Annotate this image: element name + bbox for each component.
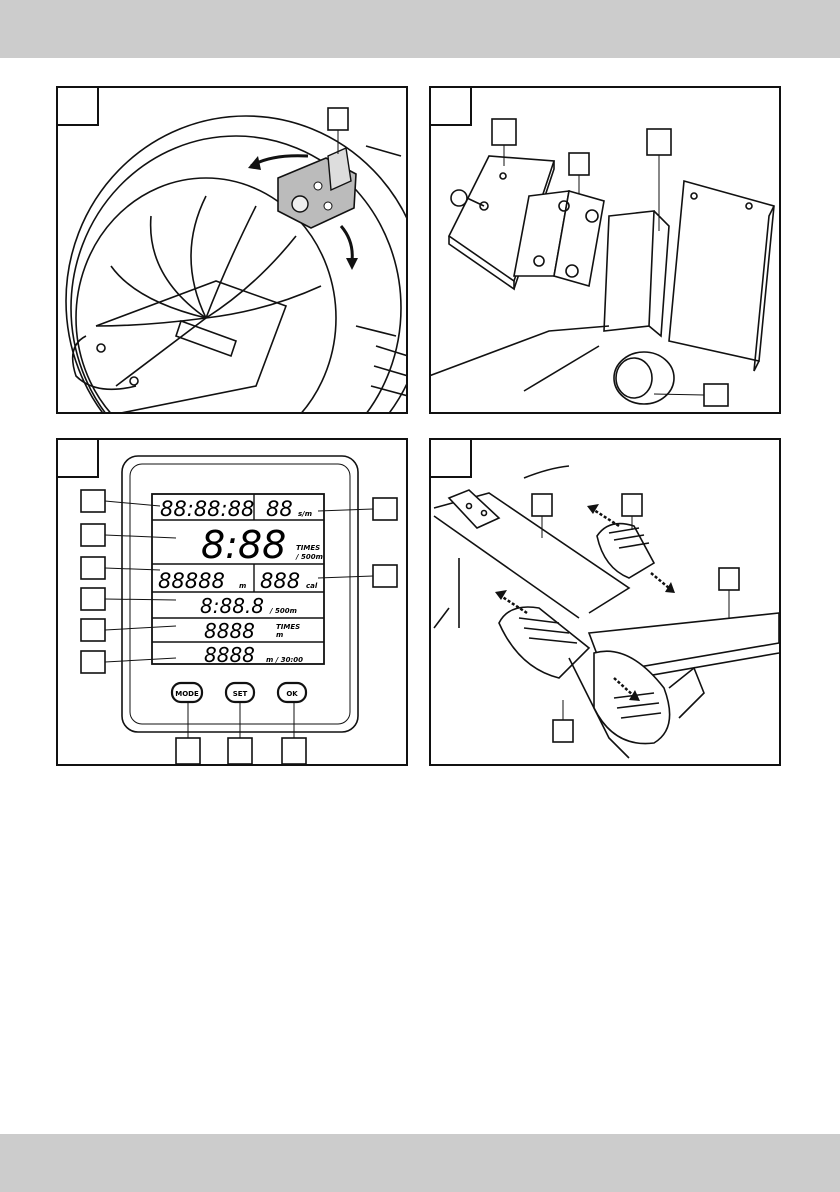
count-readout: 8888 — [204, 619, 255, 643]
split-label-times: TIMES — [296, 544, 320, 552]
distance-readout: 88888 — [158, 569, 225, 593]
mode-button[interactable]: MODE — [172, 683, 202, 702]
mode-button-label: MODE — [175, 690, 199, 698]
callout-box — [647, 129, 671, 155]
set-button-label: SET — [233, 690, 248, 698]
target-unit: m / 30:00 — [266, 656, 303, 664]
count-label-m: m — [276, 631, 283, 639]
panel-number-box-4 — [430, 439, 471, 477]
panel-number-box-3 — [57, 439, 98, 477]
ok-button-label: OK — [286, 690, 298, 698]
ok-button[interactable]: OK — [278, 683, 306, 702]
clock-readout: 88:88:88 — [160, 497, 254, 521]
distance-unit: m — [239, 582, 246, 590]
callout-box — [704, 384, 728, 406]
set-button[interactable]: SET — [226, 683, 254, 702]
split-time-readout: 8:88 — [201, 523, 286, 567]
figure-panel-3: 88:88:88 88 s/m 8:88 TIMES / 500m 88888 … — [56, 438, 408, 766]
figure-panel-1 — [56, 86, 408, 414]
calories-unit: cal — [306, 582, 318, 590]
figure-panel-2 — [429, 86, 781, 414]
bottom-gray-band — [0, 1134, 840, 1192]
panel-number-box-2 — [430, 87, 471, 125]
avg-split-readout: 8:88.8 — [200, 594, 264, 618]
split-label-500m: / 500m — [295, 553, 323, 561]
calories-readout: 888 — [260, 569, 300, 593]
callout-box — [328, 108, 348, 130]
target-readout: 8888 — [204, 643, 255, 667]
spm-readout: 88 — [266, 497, 293, 521]
callout-box — [492, 119, 516, 145]
bottom-callout-boxes — [176, 738, 306, 764]
count-label-times: TIMES — [276, 623, 300, 631]
panel-number-box-1 — [57, 87, 98, 125]
figure-panel-4 — [429, 438, 781, 766]
top-gray-band — [0, 0, 840, 58]
spm-unit: s/m — [298, 510, 312, 518]
callout-box — [569, 153, 589, 175]
avg-split-unit: / 500m — [269, 607, 297, 615]
